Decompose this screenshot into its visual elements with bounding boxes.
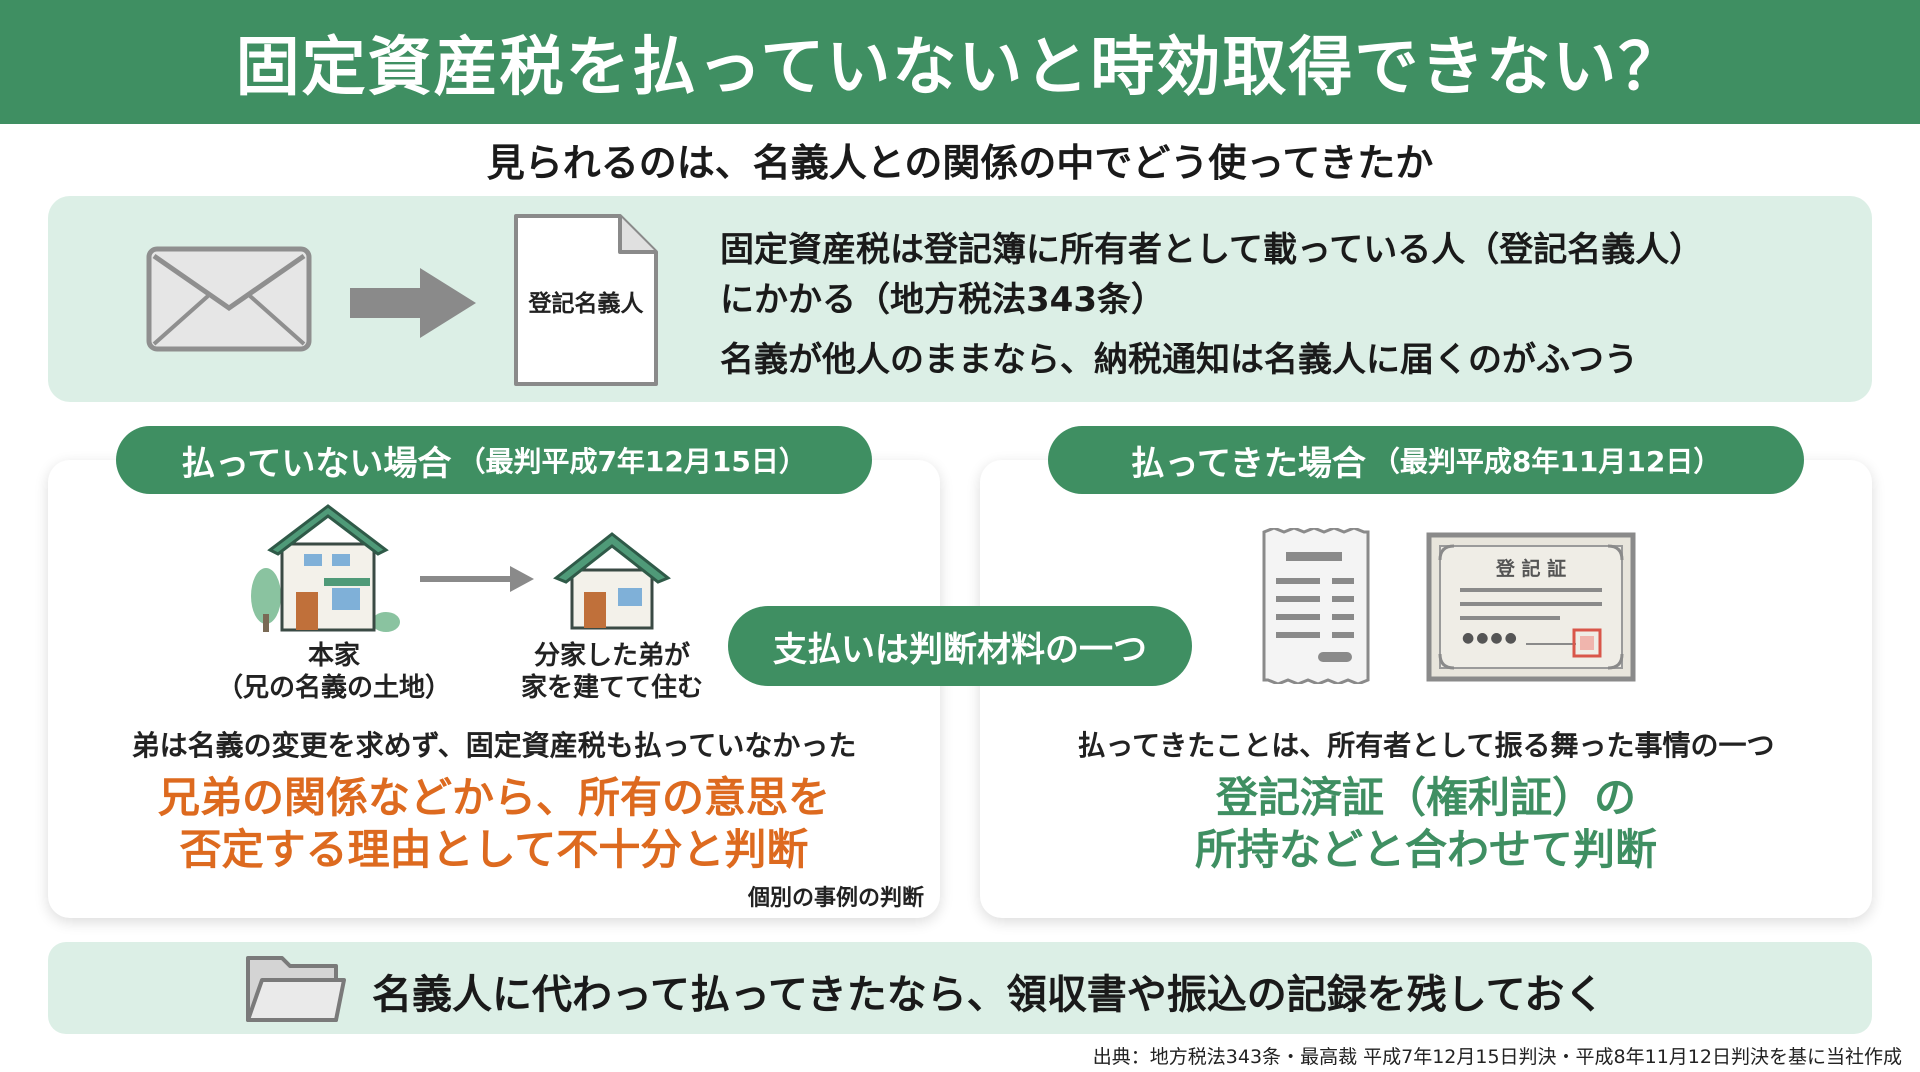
paid-case-title: 払ってきた場合 <box>1130 443 1366 484</box>
main-house-caption: 本家 （兄の名義の土地） <box>194 640 474 704</box>
envelope-icon <box>146 246 312 352</box>
paid-case-conclusion: 登記済証（権利証）の 所持などと合わせて判断 <box>980 772 1872 876</box>
certificate-title: 登 記 証 <box>1495 558 1567 580</box>
unpaid-conclusion-line2: 否定する理由として不十分と判断 <box>179 825 809 874</box>
document-icon <box>514 214 658 386</box>
paid-case-statement: 払ってきたことは、所有者として振る舞った事情の一つ <box>1077 729 1775 762</box>
page-subtitle: 見られるのは、名義人との関係の中でどう使ってきたか <box>486 141 1434 185</box>
branch-house-caption-line1: 分家した弟が <box>533 641 690 671</box>
paid-conclusion-line2: 所持などと合わせて判断 <box>1194 825 1657 874</box>
branch-house-caption: 分家した弟が 家を建てて住む <box>492 640 732 704</box>
unpaid-case-card <box>48 460 940 918</box>
small-house-icon <box>553 532 671 630</box>
main-house-caption-line2: （兄の名義の土地） <box>216 673 451 703</box>
tax-info-line2: にかかる（地方税法343条） <box>720 280 1165 320</box>
unpaid-case-ruling: （最判平成7年12月15日） <box>457 445 807 478</box>
header-banner: 固定資産税を払っていないと時効取得できない？ <box>0 0 1920 124</box>
individual-case-note: 個別の事例の判断 <box>747 886 924 911</box>
paid-conclusion-line1: 登記済証（権利証）の <box>1215 773 1636 822</box>
house-icon <box>251 504 400 632</box>
tax-info-line1: 固定資産税は登記簿に所有者として載っている人（登記名義人） <box>720 230 1704 270</box>
main-house-caption-line1: 本家 <box>307 641 360 671</box>
unpaid-case-conclusion: 兄弟の関係などから、所有の意思を 否定する理由として不十分と判断 <box>48 772 940 876</box>
paid-case-header: 払ってきた場合 （最判平成8年11月12日） <box>1048 426 1804 494</box>
paid-case-ruling: （最判平成8年11月12日） <box>1371 445 1722 478</box>
certificate-icon: 登 記 証 ●●●● <box>1426 532 1636 682</box>
page-title: 固定資産税を払っていないと時効取得できない？ <box>235 31 1685 105</box>
unpaid-case-statement: 弟は名義の変更を求めず、固定資産税も払っていなかった <box>131 729 857 762</box>
folder-icon <box>246 956 346 1022</box>
document-label: 登記名義人 <box>528 291 644 317</box>
recommendation-banner <box>48 942 1872 1034</box>
arrow-right-icon <box>350 268 476 338</box>
arrow-right-icon <box>420 566 534 592</box>
certificate-frame-icon <box>1426 532 1636 682</box>
unpaid-conclusion-line1: 兄弟の関係などから、所有の意思を <box>157 773 830 822</box>
tax-info-line3: 名義が他人のままなら、納税通知は名義人に届くのがふつう <box>720 340 1638 380</box>
branch-house-caption-line2: 家を建てて住む <box>520 673 703 703</box>
paid-case-card <box>980 460 1872 918</box>
payment-factor-badge: 支払いは判断材料の一つ <box>728 606 1192 686</box>
recommendation-text: 名義人に代わって払ってきたなら、領収書や振込の記録を残しておく <box>372 972 1605 1018</box>
source-citation: 出典：地方税法343条・最高裁 平成7年12月15日判決・平成8年11月12日判… <box>1092 1046 1902 1068</box>
unpaid-case-header: 払っていない場合 （最判平成7年12月15日） <box>116 426 872 494</box>
receipt-icon <box>1262 528 1370 684</box>
unpaid-case-title: 払っていない場合 <box>181 443 452 484</box>
certificate-dots: ●●●● <box>1462 630 1519 646</box>
